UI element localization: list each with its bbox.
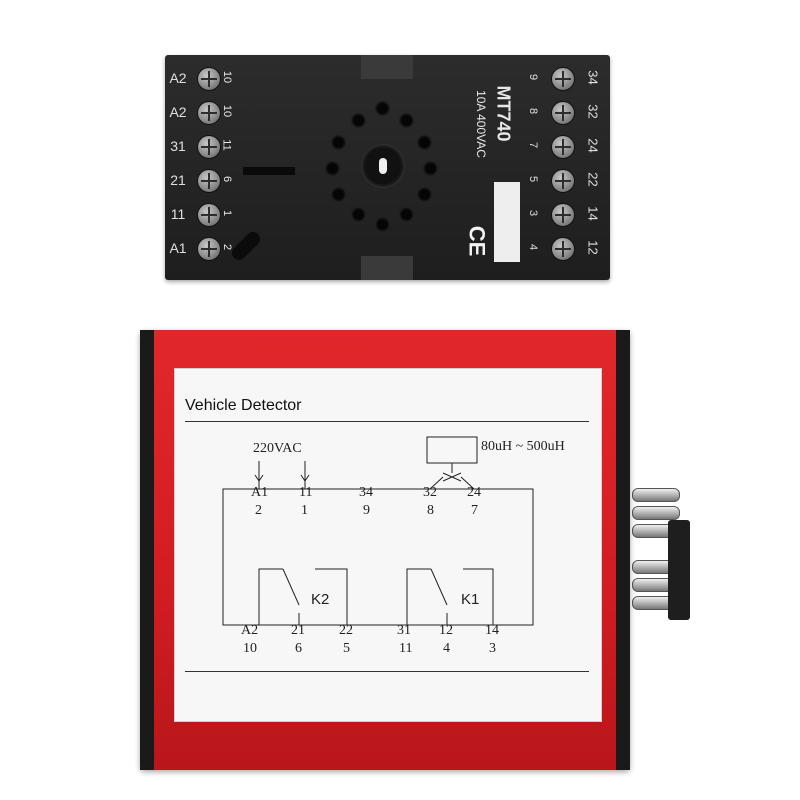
left-terminal-label: A1 [169,240,187,256]
screw-terminal[interactable] [551,67,575,91]
socket-pin-hole [423,161,438,176]
terminal-pin: 11 [399,641,413,656]
terminal-name: A2 [241,623,259,638]
screw-terminal[interactable] [197,67,221,91]
blank-label-area [494,182,520,262]
socket-pin-number: 2 [221,243,234,251]
socket-release-tab [229,229,263,263]
right-terminal-label: 12 [585,240,601,255]
mounting-notch [361,55,413,79]
terminal-name: 21 [291,623,305,638]
socket-pin-hole [375,217,390,232]
terminal-name: 22 [339,623,353,638]
screw-terminal[interactable] [551,169,575,193]
right-terminal-label: 14 [585,206,601,221]
socket-pin-number: 11 [220,139,233,151]
socket-pin-hole [351,113,366,128]
socket-pin-hole [375,101,390,116]
terminal-pin: 4 [443,641,450,656]
wiring-schematic [222,436,534,626]
screw-terminal[interactable] [197,101,221,125]
loop-inductance-label: 80uH ~ 500uH [481,439,565,454]
relay-pin [632,488,680,502]
terminal-pin: 7 [471,503,478,518]
terminal-pin: 8 [427,503,434,518]
product-title: Vehicle Detector [185,397,302,414]
terminal-name: 14 [485,623,499,638]
relay-plug-key [668,520,690,620]
mounting-notch [361,256,413,280]
housing-side-edge [616,330,630,770]
socket-slot [243,167,295,175]
socket-pin-hole [331,135,346,150]
right-terminal-label: 22 [585,172,601,187]
left-terminal-label: A2 [169,104,187,120]
socket-pin-hole [331,187,346,202]
socket-pin-hole [351,207,366,222]
right-screw-terminals [551,67,581,271]
socket-pin-number: 10 [221,104,234,118]
socket-pin-number: 8 [527,107,539,115]
screw-terminal[interactable] [197,237,221,261]
socket-pin-number: 5 [527,175,539,183]
relay-socket-base: A2 A2 31 21 11 A1 10 10 11 6 1 2 MT740 1… [165,55,610,280]
left-terminal-label: 31 [170,138,186,154]
terminal-pin: 1 [301,503,308,518]
supply-voltage-label: 220VAC [253,441,302,456]
terminal-pin: 3 [489,641,496,656]
ce-mark: CE [464,225,490,257]
socket-pin-number: 7 [527,141,539,149]
right-terminal-label: 34 [585,70,601,85]
housing-side-edge [140,330,154,770]
socket-pin-number: 4 [527,243,539,251]
terminal-name: A1 [251,485,269,500]
socket-center-key [361,144,405,188]
screw-terminal[interactable] [551,237,575,261]
left-terminal-label: A2 [169,70,187,86]
relay-pin [632,506,680,520]
terminal-pin: 9 [363,503,370,518]
screw-terminal[interactable] [551,203,575,227]
terminal-pin: 5 [343,641,350,656]
screw-terminal[interactable] [197,135,221,159]
terminal-pin: 10 [243,641,257,656]
screw-terminal[interactable] [197,203,221,227]
screw-terminal[interactable] [551,135,575,159]
terminal-name: 34 [359,485,373,500]
title-divider [185,421,589,422]
screw-terminal[interactable] [197,169,221,193]
terminal-name: 32 [423,485,437,500]
terminal-pin: 2 [255,503,262,518]
socket-pin-number: 3 [527,209,539,217]
vehicle-detector-housing: Vehicle Detector [140,330,630,770]
terminal-name: 11 [299,485,313,500]
terminal-pin: 6 [295,641,302,656]
bottom-divider [185,671,589,672]
socket-pin-hole [399,207,414,222]
socket-model-label: MT740 [493,85,514,142]
terminal-name: 12 [439,623,453,638]
terminal-name: 31 [397,623,411,638]
screw-terminal[interactable] [551,101,575,125]
right-terminal-label: 24 [585,138,601,153]
socket-pin-number: 1 [221,209,234,217]
right-terminal-label: 32 [585,104,601,119]
left-screw-terminals [197,67,227,271]
terminal-name: 24 [467,485,481,500]
socket-pin-hole [417,187,432,202]
socket-pin-number: 6 [221,175,234,183]
socket-pin-number: 9 [527,73,539,81]
socket-pin-hole [325,161,340,176]
relay-k1-label: K1 [461,591,480,608]
left-terminal-label: 11 [170,206,186,222]
socket-rating-label: 10A 400VAC [473,90,488,158]
socket-pin-hole [417,135,432,150]
wiring-label-card: Vehicle Detector [174,368,602,722]
socket-pin-hole [399,113,414,128]
left-terminal-label: 21 [170,172,186,188]
relay-k2-label: K2 [311,591,330,608]
socket-pin-number: 10 [221,70,234,84]
